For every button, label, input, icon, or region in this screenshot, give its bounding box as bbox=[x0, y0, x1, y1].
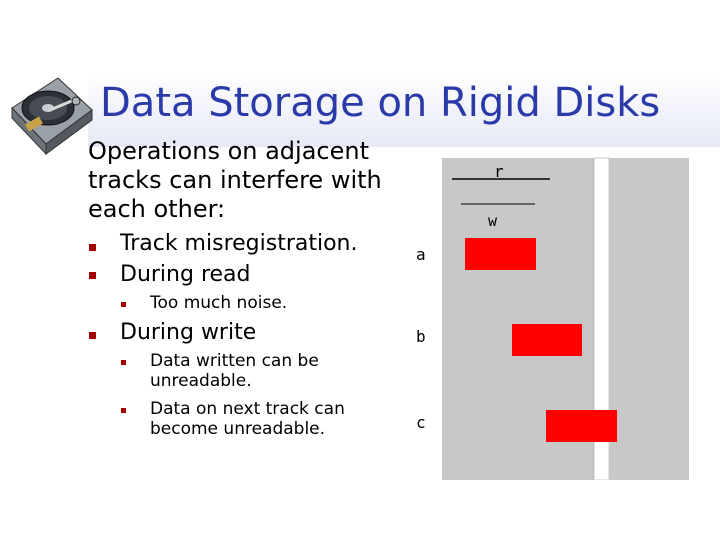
sub-bullet-next-track-unreadable: Data on next track can become unreadable… bbox=[150, 399, 345, 439]
slide-title: Data Storage on Rigid Disks bbox=[100, 80, 661, 126]
square-bullet-icon bbox=[89, 244, 96, 251]
track-region-right bbox=[609, 158, 689, 480]
write-head-b bbox=[512, 324, 582, 356]
bullet-during-read: During read bbox=[120, 262, 251, 287]
square-bullet-icon bbox=[89, 332, 96, 339]
read-width-label: r bbox=[494, 162, 504, 181]
row-label-a: a bbox=[416, 245, 426, 264]
square-bullet-icon bbox=[121, 408, 126, 413]
sub-bullet-too-much-noise: Too much noise. bbox=[150, 293, 288, 313]
title-band bbox=[88, 75, 720, 147]
sub-bullet-data-unreadable: Data written can be unreadable. bbox=[150, 351, 319, 391]
square-bullet-icon bbox=[121, 360, 126, 365]
bullet-during-write: During write bbox=[120, 320, 257, 345]
row-label-b: b bbox=[416, 327, 426, 346]
write-width-label: w bbox=[488, 212, 498, 230]
square-bullet-icon bbox=[121, 302, 126, 307]
row-label-c: c bbox=[416, 413, 426, 432]
square-bullet-icon bbox=[89, 272, 96, 279]
track-interference-diagram: r w a b c bbox=[416, 157, 689, 480]
write-head-c bbox=[546, 410, 617, 442]
intro-text: Operations on adjacent tracks can interf… bbox=[88, 137, 382, 223]
hard-disk-icon bbox=[11, 77, 93, 156]
write-head-a bbox=[465, 238, 536, 270]
bullet-track-misregistration: Track misregistration. bbox=[120, 231, 358, 256]
